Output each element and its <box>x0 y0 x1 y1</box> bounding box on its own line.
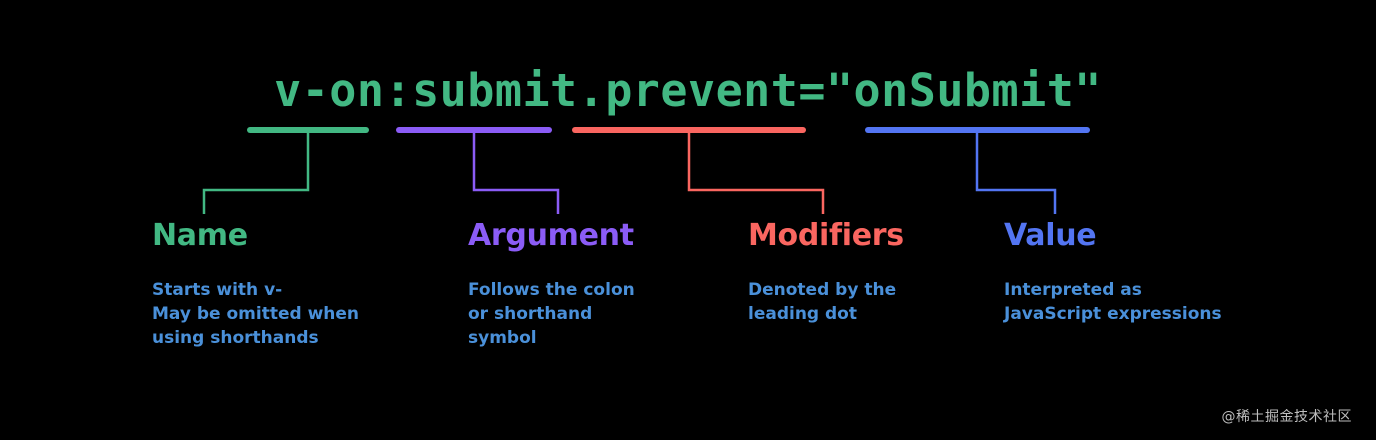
description-line: Starts with v- <box>152 280 283 300</box>
column-modifiers: Modifiers Denoted by the leading dot <box>748 218 904 326</box>
column-heading-modifiers: Modifiers <box>748 218 904 253</box>
description-line: Follows the colon <box>468 280 635 300</box>
underline-bar-value <box>865 127 1090 133</box>
description-line: leading dot <box>748 304 857 324</box>
directive-syntax-title: v-on:submit.prevent="onSubmit" <box>274 64 1102 117</box>
column-description-value: Interpreted as JavaScript expressions <box>1004 278 1222 326</box>
description-line: Denoted by the <box>748 280 897 300</box>
column-name: Name Starts with v- May be omitted when … <box>152 218 359 350</box>
column-heading-value: Value <box>1004 218 1097 253</box>
description-line: JavaScript expressions <box>1004 304 1222 324</box>
description-line: or shorthand <box>468 304 593 324</box>
column-description-modifiers: Denoted by the leading dot <box>748 278 904 326</box>
column-heading-name: Name <box>152 218 248 253</box>
connector-name <box>202 133 310 214</box>
description-line: using shorthands <box>152 328 319 348</box>
description-line: symbol <box>468 328 537 348</box>
watermark: @稀土掘金技术社区 <box>1221 409 1352 425</box>
description-line: May be omitted when <box>152 304 360 324</box>
column-description-name: Starts with v- May be omitted when using… <box>152 278 359 350</box>
underline-bar-argument <box>396 127 552 133</box>
connector-modifiers <box>687 133 825 214</box>
underline-bar-modifiers <box>572 127 806 133</box>
underline-bar-name <box>247 127 369 133</box>
connector-argument <box>472 133 560 214</box>
column-description-argument: Follows the colon or shorthand symbol <box>468 278 635 350</box>
column-heading-argument: Argument <box>468 218 634 253</box>
description-line: Interpreted as <box>1004 280 1142 300</box>
column-argument: Argument Follows the colon or shorthand … <box>468 218 635 350</box>
column-value: Value Interpreted as JavaScript expressi… <box>1004 218 1222 326</box>
connector-value <box>975 133 1057 214</box>
